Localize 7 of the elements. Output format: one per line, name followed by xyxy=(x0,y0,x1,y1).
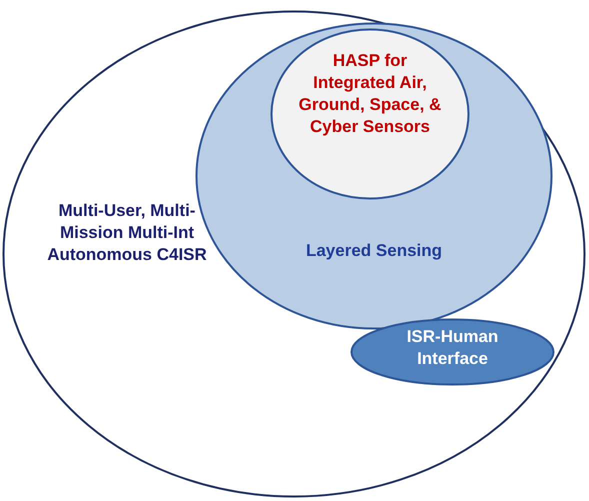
ellipse-label: Multi-User, Multi-Mission Multi-Int Autonomous C4ISR xyxy=(46,200,208,266)
ellipse-label: HASP for Integrated Air, Ground, Space, & Cyber Sensors xyxy=(298,50,442,138)
outer-ellipse xyxy=(2,10,586,498)
bottom-ellipse xyxy=(350,318,555,386)
top-ellipse xyxy=(270,28,470,200)
ellipse-label: Layered Sensing xyxy=(304,240,444,262)
ellipse-label: ISR-Human Interface xyxy=(406,326,500,370)
